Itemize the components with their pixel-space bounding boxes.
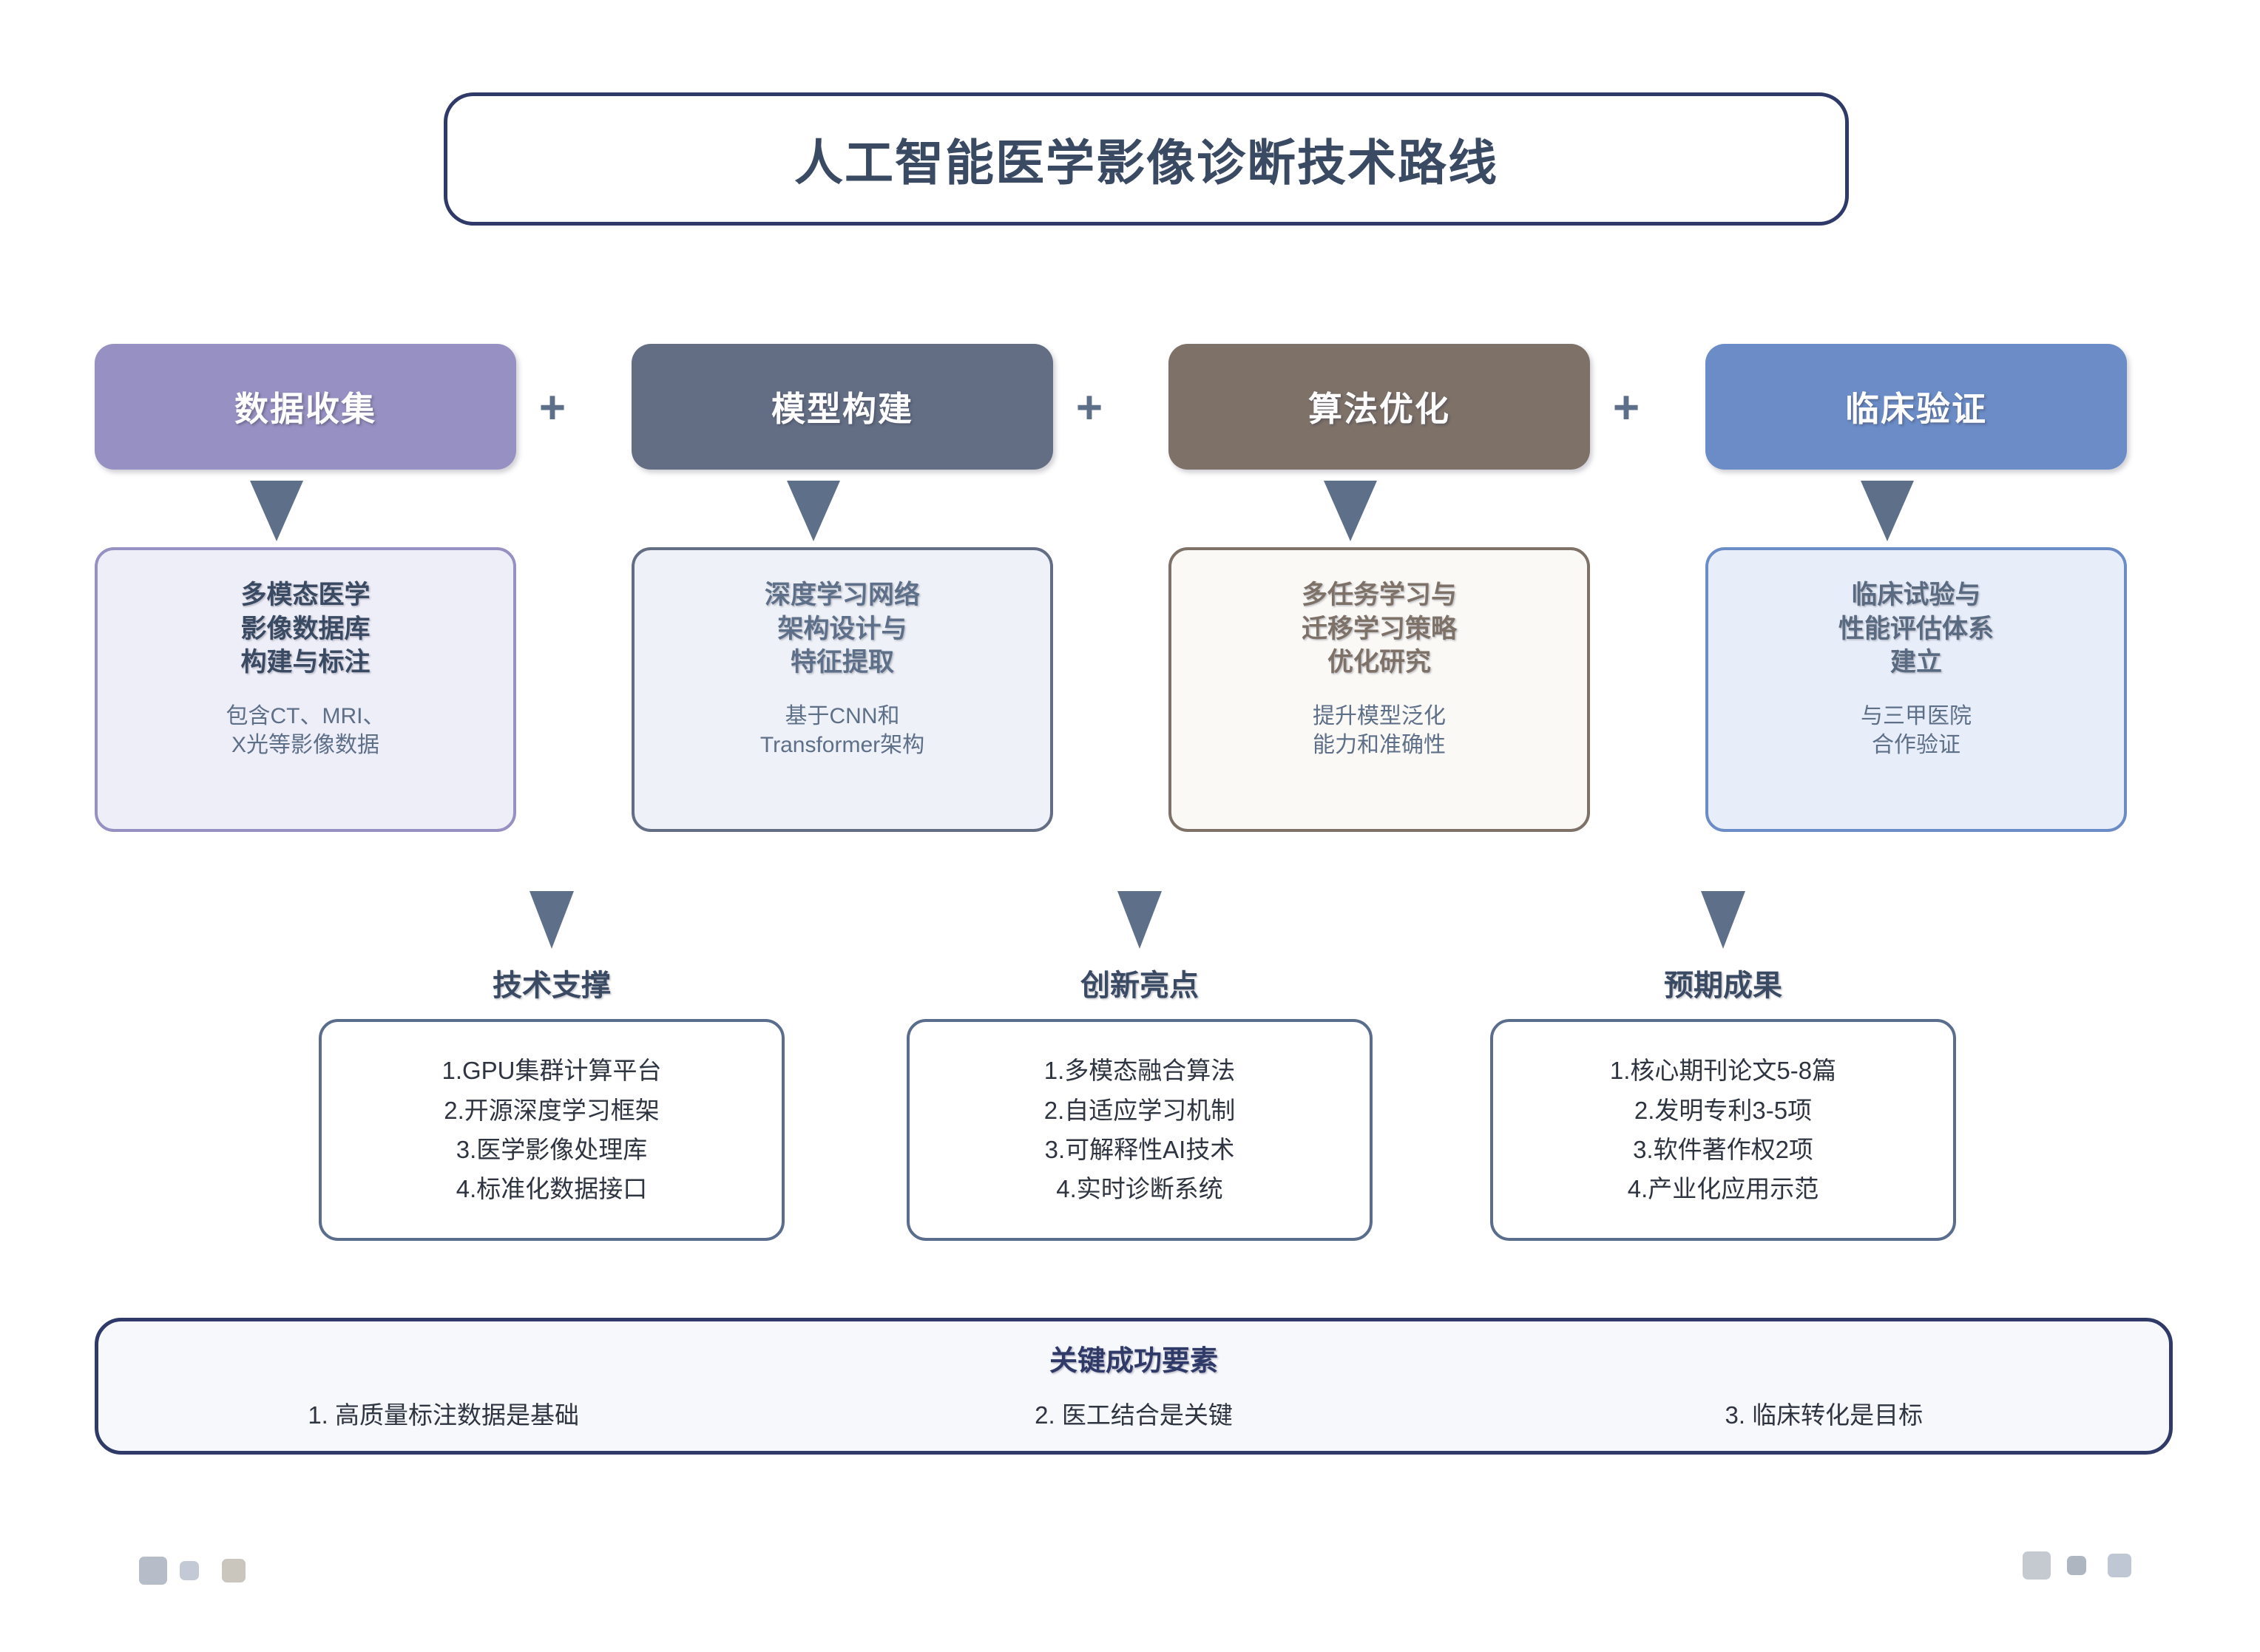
decorative-square-right-2 bbox=[2067, 1556, 2086, 1575]
decorative-square-left-1 bbox=[139, 1557, 167, 1585]
key-success-factors-items: 1. 高质量标注数据是基础 2. 医工结合是关键 3. 临床转化是目标 bbox=[98, 1395, 2169, 1431]
phase-label: 临床验证 bbox=[1845, 390, 1987, 428]
group-heading-expected-results: 预期成果 bbox=[1664, 969, 1782, 1002]
key-success-factors-bar: 关键成功要素 1. 高质量标注数据是基础 2. 医工结合是关键 3. 临床转化是… bbox=[95, 1318, 2173, 1455]
decorative-square-right-3 bbox=[2108, 1554, 2131, 1577]
page-title: 人工智能医学影像诊断技术路线 bbox=[794, 135, 1498, 190]
plus-separator-2: + bbox=[1075, 382, 1103, 433]
list-item: 2.发明专利3-5项 bbox=[1634, 1096, 1813, 1124]
arrow-down-icon-5 bbox=[530, 891, 574, 949]
list-box-innovation: 1.多模态融合算法 2.自适应学习机制 3.可解释性AI技术 4.实时诊断系统 bbox=[907, 1019, 1373, 1241]
plus-separator-1: + bbox=[538, 382, 566, 433]
phase-row: 数据收集 + 模型构建 + 算法优化 + 临床验证 bbox=[0, 344, 2260, 477]
phase-box-clinical-validation[interactable]: 临床验证 bbox=[1705, 344, 2127, 470]
key-factor-item: 2. 医工结合是关键 bbox=[1035, 1401, 1233, 1429]
list-item: 3.可解释性AI技术 bbox=[1044, 1136, 1235, 1163]
plus-separator-3: + bbox=[1612, 382, 1640, 433]
arrow-down-icon-4 bbox=[1861, 481, 1914, 541]
key-factor-item: 3. 临床转化是目标 bbox=[1725, 1401, 1924, 1429]
key-success-factors-title: 关键成功要素 bbox=[1049, 1346, 1218, 1377]
detail-subtitle: 与三甲医院合作验证 bbox=[1861, 703, 1972, 758]
list-box-expected-results: 1.核心期刊论文5-8篇 2.发明专利3-5项 3.软件著作权2项 4.产业化应… bbox=[1490, 1019, 1956, 1241]
list-item: 2.自适应学习机制 bbox=[1043, 1096, 1236, 1124]
key-factor-item: 1. 高质量标注数据是基础 bbox=[308, 1401, 580, 1429]
phase-label: 算法优化 bbox=[1308, 390, 1450, 428]
group-heading-tech-support: 技术支撑 bbox=[493, 969, 611, 1002]
detail-title: 临床试验与性能评估体系建立 bbox=[1838, 580, 1994, 677]
phase-label: 模型构建 bbox=[771, 390, 913, 428]
detail-title: 多模态医学影像数据库构建与标注 bbox=[240, 580, 371, 677]
list-box-tech-support: 1.GPU集群计算平台 2.开源深度学习框架 3.医学影像处理库 4.标准化数据… bbox=[319, 1019, 785, 1241]
arrow-down-icon-1 bbox=[250, 481, 303, 541]
detail-subtitle: 提升模型泛化能力和准确性 bbox=[1313, 703, 1446, 758]
list-item: 1.核心期刊论文5-8篇 bbox=[1609, 1057, 1837, 1085]
decorative-square-left-2 bbox=[180, 1561, 199, 1580]
arrow-down-icon-3 bbox=[1324, 481, 1377, 541]
group-heading-innovation: 创新亮点 bbox=[1080, 969, 1199, 1002]
list-item: 4.产业化应用示范 bbox=[1627, 1175, 1819, 1203]
arrow-down-icon-6 bbox=[1117, 891, 1162, 949]
list-item: 4.标准化数据接口 bbox=[456, 1175, 648, 1203]
phase-label: 数据收集 bbox=[234, 390, 376, 428]
phase-box-algorithm-optimization[interactable]: 算法优化 bbox=[1168, 344, 1590, 470]
detail-box-data-collection: 多模态医学影像数据库构建与标注 包含CT、MRI、X光等影像数据 bbox=[95, 547, 516, 832]
list-item: 1.多模态融合算法 bbox=[1043, 1057, 1236, 1085]
arrow-down-icon-7 bbox=[1701, 891, 1745, 949]
list-item: 4.实时诊断系统 bbox=[1056, 1175, 1223, 1203]
detail-title: 多任务学习与迁移学习策略优化研究 bbox=[1301, 580, 1457, 677]
list-item: 2.开源深度学习框架 bbox=[444, 1096, 660, 1124]
detail-box-algorithm-optimization: 多任务学习与迁移学习策略优化研究 提升模型泛化能力和准确性 bbox=[1168, 547, 1590, 832]
phase-box-data-collection[interactable]: 数据收集 bbox=[95, 344, 516, 470]
phase-box-model-building[interactable]: 模型构建 bbox=[632, 344, 1053, 470]
decorative-square-right-1 bbox=[2023, 1551, 2051, 1580]
detail-box-clinical-validation: 临床试验与性能评估体系建立 与三甲医院合作验证 bbox=[1705, 547, 2127, 832]
page-title-box: 人工智能医学影像诊断技术路线 bbox=[444, 92, 1849, 226]
detail-title: 深度学习网络架构设计与特征提取 bbox=[764, 580, 920, 677]
list-item: 3.软件著作权2项 bbox=[1633, 1136, 1813, 1163]
list-item: 3.医学影像处理库 bbox=[456, 1136, 648, 1163]
decorative-square-left-3 bbox=[222, 1559, 246, 1582]
arrow-down-icon-2 bbox=[787, 481, 840, 541]
list-item: 1.GPU集群计算平台 bbox=[441, 1057, 662, 1085]
detail-subtitle: 包含CT、MRI、X光等影像数据 bbox=[226, 703, 385, 758]
